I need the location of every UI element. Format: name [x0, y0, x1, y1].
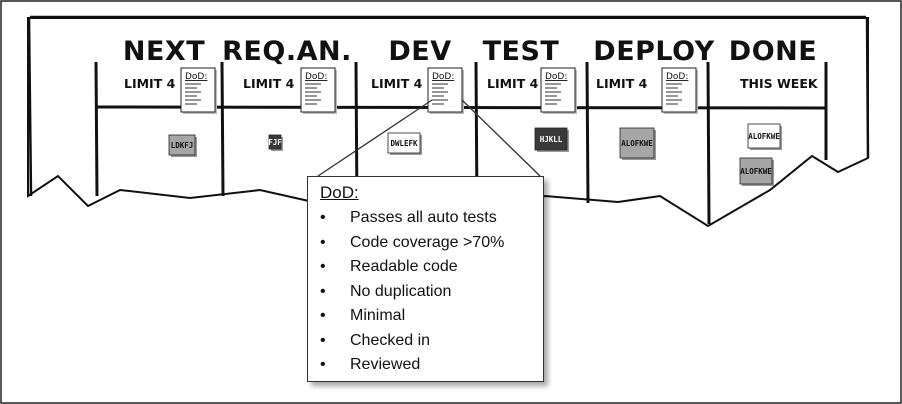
column-divider-1: [94, 61, 99, 197]
card-label: ALOFKWE: [740, 167, 772, 176]
dod-checklist-text: Readable code: [350, 258, 458, 275]
dod-note-next: DoD:: [180, 67, 217, 114]
dod-checklist-item: • Reviewed: [320, 353, 533, 378]
bullet-icon: •: [320, 282, 326, 300]
dod-checklist-text: Checked in: [350, 331, 431, 349]
card-label: DWLEFK: [390, 139, 418, 148]
dod-checklist-item: • No duplication: [320, 280, 533, 305]
bullet-icon: •: [320, 356, 326, 373]
dod-checklist-text: Passes all auto tests: [350, 209, 497, 226]
dod-note-paper: [661, 67, 697, 113]
column-limit-dev: LIMIT 4: [371, 76, 423, 91]
bullet-icon: •: [320, 307, 326, 324]
dod-checklist: • Passes all auto tests • Code coverage >70…: [320, 206, 533, 378]
card-label: FJF: [268, 138, 282, 147]
kanban-card-deploy[interactable]: ALOFKWE: [619, 127, 656, 160]
column-title-dev: DEV: [388, 36, 451, 67]
bullet-icon: •: [320, 209, 326, 226]
column-title-deploy: DEPLOY: [593, 36, 714, 67]
column-divider-6: [706, 61, 711, 225]
dod-note-paper: [540, 67, 576, 113]
column-limit-req-an: LIMIT 4: [243, 76, 295, 91]
column-title-req-an: REQ.AN.: [222, 36, 352, 67]
column-limit-deploy: LIMIT 4: [596, 76, 648, 91]
kanban-card-test[interactable]: HJKLL: [534, 127, 569, 152]
column-limit-test: LIMIT 4: [487, 76, 539, 91]
kanban-card-dev[interactable]: DWLEFK: [387, 132, 422, 155]
dod-note-paper: [300, 67, 336, 113]
card-body: [168, 134, 196, 156]
dod-checklist-item: • Passes all auto tests: [320, 206, 533, 231]
column-limit-done: THIS WEEK: [740, 76, 819, 91]
dod-note-label: DoD:: [305, 72, 327, 82]
board-left-edge: [27, 17, 33, 197]
kanban-card-done[interactable]: ALOFKWE: [747, 123, 782, 150]
kanban-card-done[interactable]: ALOFKWE: [739, 157, 774, 186]
dod-checklist-item: • Checked in: [320, 329, 533, 354]
bullet-icon: •: [320, 233, 326, 251]
dod-note-label: DoD:: [185, 72, 207, 82]
dod-checklist-item: • Readable code: [320, 255, 533, 280]
bullet-icon: •: [320, 331, 326, 349]
column-limit-next: LIMIT 4: [124, 76, 176, 91]
dod-note-test: DoD:: [540, 67, 577, 114]
dod-note-deploy: DoD:: [661, 67, 698, 114]
dod-note-label: DoD:: [666, 72, 688, 82]
column-title-done: DONE: [729, 36, 817, 67]
dod-checklist-item: • Minimal: [320, 304, 533, 329]
dod-callout-title: DoD:: [320, 183, 359, 202]
callout-pointer-left: [317, 99, 433, 177]
card-body: [619, 127, 655, 159]
column-divider-2: [220, 61, 225, 197]
card-label: HJKLL: [540, 135, 563, 144]
dod-note-req-an: DoD:: [300, 67, 337, 114]
dod-checklist-text: No duplication: [350, 282, 452, 300]
dod-note-dev: DoD:: [427, 67, 464, 114]
card-body: [534, 127, 568, 151]
kanban-card-next[interactable]: LDKFJ: [168, 134, 197, 157]
kanban-card-req-an[interactable]: FJF: [268, 134, 283, 151]
bullet-icon: •: [320, 258, 326, 275]
column-title-next: NEXT: [123, 36, 205, 67]
dod-note-label: DoD:: [432, 72, 454, 82]
card-label: LDKFJ: [171, 141, 194, 150]
board-right-edge: [865, 17, 870, 159]
dod-note-label: DoD:: [545, 72, 567, 82]
dod-checklist-text: Minimal: [350, 307, 406, 324]
dod-note-paper: [427, 67, 463, 113]
card-label: ALOFKWE: [621, 139, 653, 148]
dod-callout: DoD: • Passes all auto tests • Code coverag…: [307, 176, 544, 382]
column-title-test: TEST: [483, 36, 560, 67]
dod-note-paper: [180, 67, 216, 113]
dod-checklist-text: Code coverage >70%: [350, 233, 505, 251]
card-body: [739, 157, 773, 185]
card-body: [747, 123, 781, 149]
card-body: [387, 132, 421, 154]
dod-checklist-item: • Code coverage >70%: [320, 231, 533, 256]
card-body: [268, 134, 282, 150]
callout-pointer-right: [461, 99, 541, 177]
dod-checklist-text: Reviewed: [350, 356, 421, 373]
card-label: ALOFKWE: [748, 132, 780, 141]
column-divider-5: [585, 61, 590, 204]
